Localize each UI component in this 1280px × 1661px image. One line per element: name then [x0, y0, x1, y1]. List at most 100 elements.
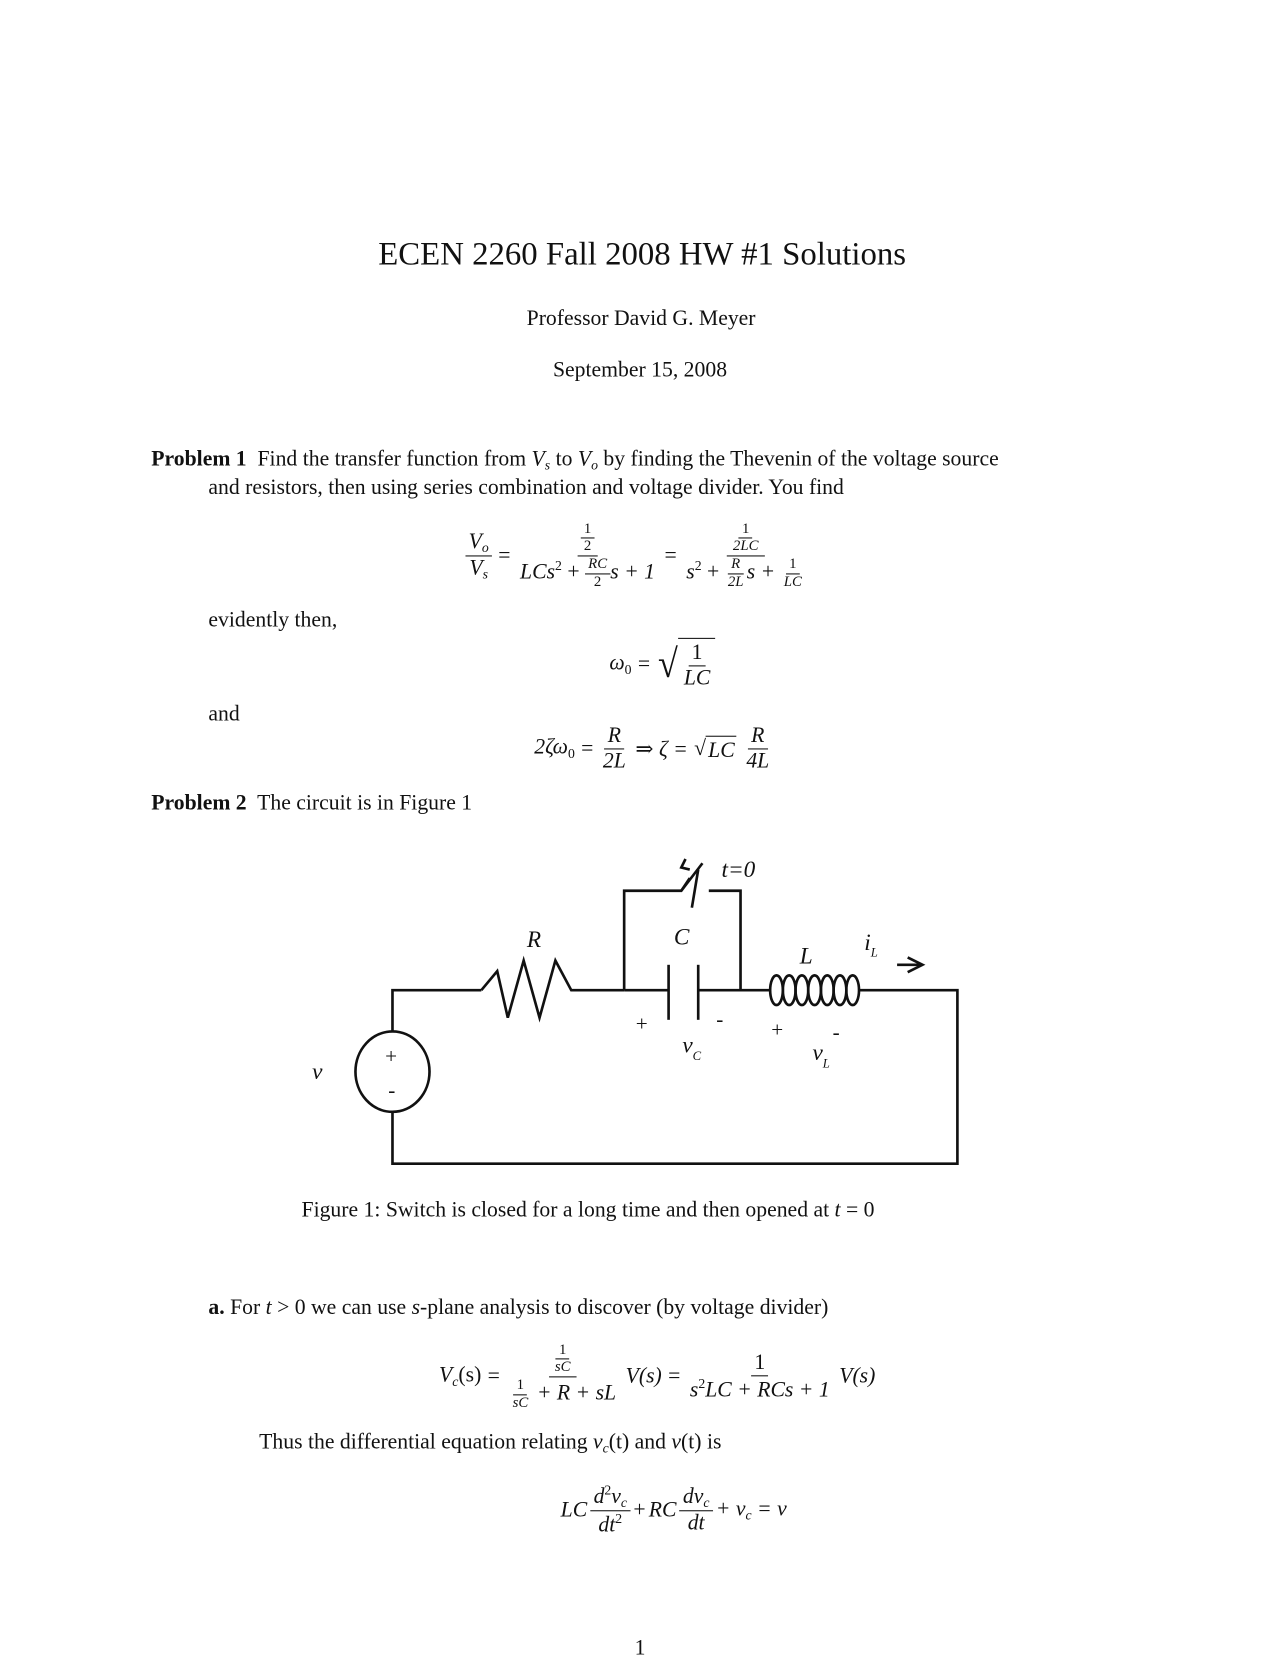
and-text: and [208, 702, 240, 726]
math: C [693, 1049, 702, 1063]
math: + R + sL [531, 1382, 617, 1406]
page-number: 1 [634, 1636, 646, 1660]
math: s + 1 [610, 561, 656, 585]
inductor [768, 974, 861, 1007]
math: = v [751, 1497, 787, 1521]
vl-label: vL [812, 1040, 829, 1070]
math: V [468, 529, 482, 554]
text: > 0 we can use [271, 1295, 412, 1320]
vc-minus: - [716, 1007, 723, 1031]
math: 2 [615, 1510, 623, 1527]
math: 2ζω [534, 735, 568, 760]
wire [391, 988, 959, 1166]
math: ω [609, 651, 625, 675]
math: s [689, 1378, 699, 1402]
math: t [265, 1295, 272, 1320]
math: v [671, 1430, 682, 1454]
math: V [577, 447, 592, 471]
math: = [487, 1365, 500, 1389]
current-label: iL [864, 930, 878, 959]
problem1-label: Problem 1 [151, 447, 247, 471]
math: L [870, 945, 878, 959]
math: RC [584, 557, 611, 575]
text: is [701, 1430, 722, 1454]
switch-blade [690, 869, 700, 908]
resistor-label: R [526, 927, 541, 953]
math: o [591, 457, 599, 473]
math: dt [687, 1511, 705, 1535]
math: 0 [624, 660, 632, 677]
text: to [550, 447, 578, 471]
text: Figure 1: Switch is closed for a long ti… [301, 1198, 835, 1222]
thus-text: Thus the differential equation relating … [259, 1430, 721, 1456]
math: d [682, 1484, 694, 1509]
math: LC [783, 574, 802, 591]
math: 2 [555, 557, 562, 574]
math: V [439, 1364, 453, 1388]
math: V [531, 447, 545, 471]
switch-blade [680, 862, 704, 892]
text: by finding the Thevenin of the voltage s… [598, 447, 999, 471]
math: 1 [738, 522, 753, 539]
math: o [481, 539, 489, 556]
math: (t) [681, 1430, 702, 1454]
math: i [864, 930, 870, 956]
math: 2 [593, 574, 602, 591]
text: -plane analysis to discover (by voltage … [420, 1295, 829, 1320]
math: RC [648, 1498, 677, 1522]
math: 1 [751, 1351, 769, 1377]
source-label: v [312, 1059, 323, 1085]
math: 2 [604, 1481, 612, 1498]
math: c [602, 1439, 609, 1456]
math: = [581, 736, 594, 761]
figure-caption: Figure 1: Switch is closed for a long ti… [302, 1199, 875, 1223]
math: v [611, 1484, 621, 1509]
math: c [452, 1373, 459, 1390]
math: s [482, 566, 489, 583]
math: + [701, 561, 725, 585]
math: c [745, 1506, 752, 1523]
math: v [812, 1040, 823, 1066]
text: For [224, 1295, 266, 1320]
math: v [693, 1484, 704, 1509]
math: 1 [555, 1342, 570, 1360]
problem1-line1: Problem 1 Find the transfer function fro… [151, 447, 998, 473]
capacitor-label: C [674, 925, 690, 951]
resistor [480, 955, 625, 1023]
vl-plus: + [771, 1018, 783, 1042]
math: V(s) [625, 1365, 662, 1389]
vc-label: vC [682, 1033, 701, 1063]
date: September 15, 2008 [552, 358, 728, 382]
math: + [633, 1498, 646, 1522]
math: sC [554, 1359, 571, 1376]
math: = [664, 544, 677, 568]
math: 0 [567, 745, 575, 762]
math: s [544, 457, 551, 473]
wire [391, 988, 482, 1032]
source-plus: + [385, 1044, 397, 1068]
math: t [834, 1198, 841, 1222]
author: Professor David G. Meyer [526, 306, 756, 331]
voltage-source [354, 1030, 431, 1114]
math: R [727, 557, 744, 575]
math: R [747, 724, 768, 749]
math: + [561, 561, 585, 585]
vc-plus: + [636, 1011, 648, 1035]
math: LCs [520, 561, 556, 585]
text: Thus the differential equation relating [259, 1430, 594, 1454]
document-title: ECEN 2260 Fall 2008 HW #1 Solutions [378, 234, 907, 272]
bypass-wire [708, 889, 742, 991]
evidently-text: evidently then, [208, 608, 338, 632]
math: LC [706, 735, 737, 763]
math: 2LC [732, 538, 759, 555]
math: LC + RCs + 1 [705, 1378, 830, 1402]
vl-minus: - [833, 1020, 840, 1044]
math: dt [598, 1513, 616, 1537]
math: 2 [698, 1375, 706, 1392]
math: 1 [785, 557, 800, 575]
part-a-intro: a. For t > 0 we can use s-plane analysis… [208, 1296, 828, 1320]
source-minus: - [388, 1078, 395, 1102]
